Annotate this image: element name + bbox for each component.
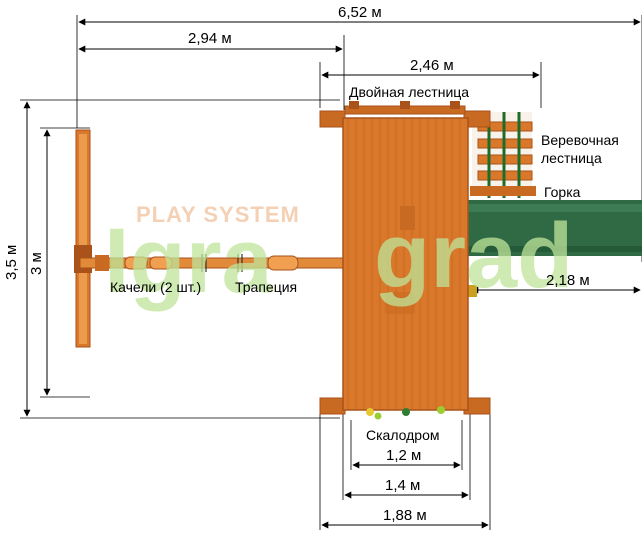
swing-frame (74, 129, 92, 348)
dim-wall-outer: 1,88 м (383, 507, 427, 524)
dim-platform-span: 2,46 м (410, 57, 454, 74)
rope-ladder (470, 112, 536, 198)
dim-total-length: 6,52 м (338, 4, 382, 21)
dim-wall-mid: 1,4 м (385, 477, 421, 494)
platform (319, 101, 491, 420)
swing-seat-1 (124, 256, 148, 270)
climbing-grips (366, 406, 445, 420)
slide (465, 200, 642, 297)
label-climbing-wall: Скалодром (366, 427, 440, 443)
label-slide: Горка (544, 184, 581, 200)
label-double-ladder: Двойная лестница (349, 84, 470, 100)
dim-swing-offset: 2,94 м (188, 30, 232, 47)
dim-slide-length: 2,18 м (546, 272, 590, 289)
dim-overall-depth: 3,5 м (3, 244, 20, 280)
label-rope-ladder-line1: Веревочная (541, 132, 619, 148)
dimension-lines (23, 18, 641, 529)
swing-seat-2 (149, 256, 173, 270)
label-swings: Качели (2 шт.) (110, 279, 202, 295)
dim-wall-inner: 1,2 м (386, 447, 422, 464)
watermark-logo-left: Igra (104, 210, 273, 312)
trapeze-bar (267, 255, 299, 271)
watermark-brand: PLAY SYSTEM (136, 202, 300, 227)
dim-swing-beam-length: 3 м (28, 252, 45, 275)
label-rope-ladder-line2: лестница (541, 150, 602, 166)
extension-lines (20, 15, 642, 530)
watermark-logo-right: grad (374, 205, 574, 307)
label-trapeze: Трапеция (235, 279, 298, 295)
